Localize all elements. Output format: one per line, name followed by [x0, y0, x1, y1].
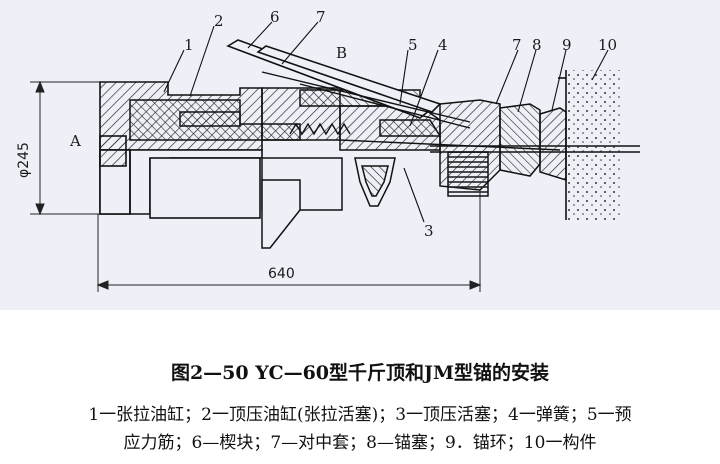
- section-letter-b: B: [336, 44, 347, 62]
- leader-lines: [163, 21, 609, 223]
- anchor-ring: [539, 107, 567, 182]
- anchor-wedges: [261, 157, 396, 249]
- part-number-7: 7: [512, 36, 522, 54]
- dimension-lines: [30, 80, 482, 292]
- figure-panel: 1 2 3 4 5 6 7 7 8 9 10 A B φ245 640: [0, 0, 720, 310]
- part-number-10: 10: [598, 36, 617, 54]
- part-number-9: 9: [562, 36, 572, 54]
- part-number-8: 8: [532, 36, 542, 54]
- length-dimension: 640: [268, 266, 295, 282]
- diameter-dimension: φ245: [16, 142, 32, 178]
- centering-sleeve: [439, 99, 541, 197]
- part-number-4: 4: [438, 36, 448, 54]
- jack-anchor-drawing: 1 2 3 4 5 6 7 7 8 9 10 A B φ245 640: [16, 8, 640, 292]
- part-number-6: 6: [270, 8, 280, 26]
- figure-legend-line-2: 应力筋；6—楔块；7—对中套；8—锚塞；9．锚环；10一构件: [123, 433, 597, 453]
- section-letter-a: A: [69, 132, 81, 150]
- part-number-3: 3: [424, 222, 434, 240]
- part-number-2: 2: [214, 12, 224, 30]
- figure-caption-title: 图2—50 YC—60型千斤顶和JM型锚的安装: [170, 362, 550, 384]
- part-number-7-upper: 7: [316, 8, 326, 26]
- part-number-5: 5: [408, 36, 418, 54]
- figure-legend-line-1: 1一张拉油缸；2一顶压油缸(张拉活塞)；3一顶压活塞；4一弹簧；5一预: [88, 405, 632, 425]
- concrete-member: [558, 70, 620, 220]
- part-number-1: 1: [184, 36, 194, 54]
